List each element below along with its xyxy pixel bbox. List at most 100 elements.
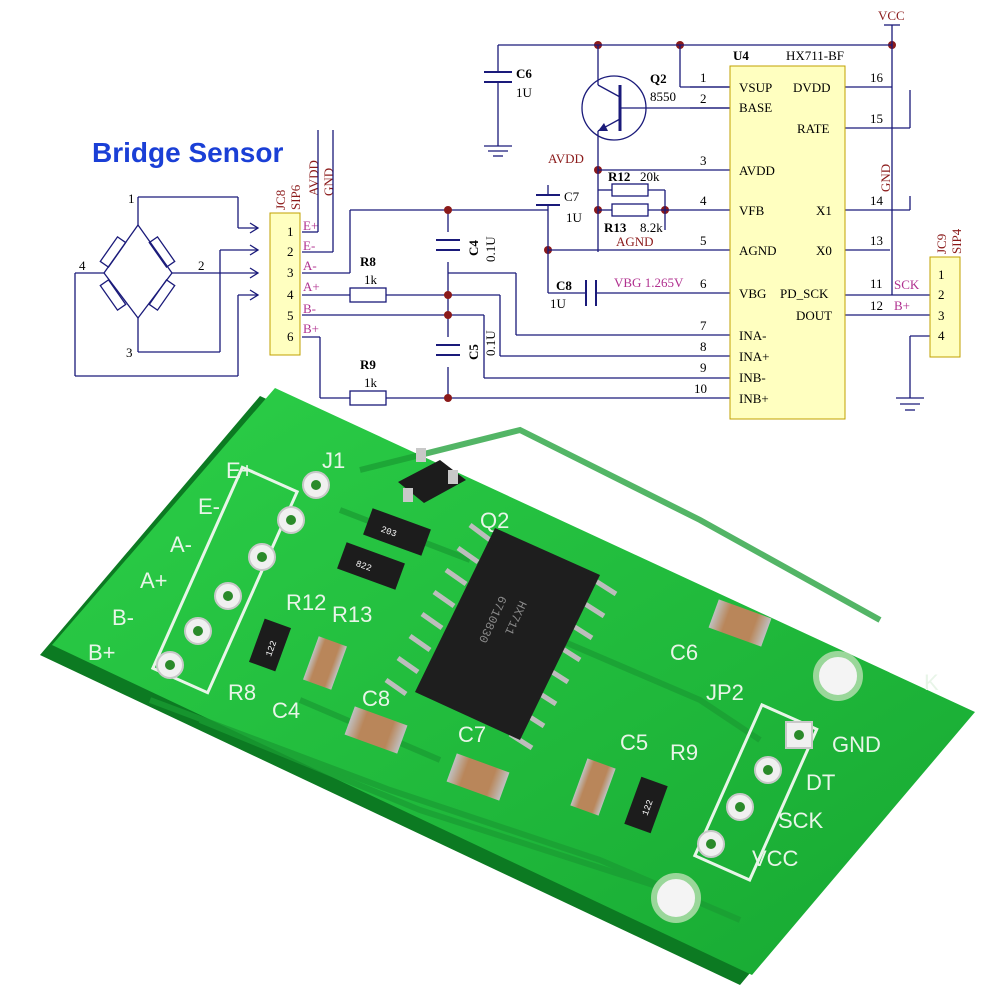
- k-silk: K: [924, 670, 939, 695]
- jc9-label-sck: SCK: [894, 277, 920, 292]
- r13-silk: R13: [332, 602, 372, 627]
- net-avdd: AVDD: [548, 151, 584, 166]
- r9-ref: R9: [360, 357, 376, 372]
- jp2-pin-vcc: VCC: [752, 846, 799, 871]
- jp2-pin-dt: DT: [806, 770, 835, 795]
- bridge-node-labels: 1 2 3 4: [79, 191, 205, 360]
- q2-ref: Q2: [650, 71, 667, 86]
- j1-pin-e-minus: E-: [198, 494, 220, 519]
- r9-value: 1k: [364, 375, 378, 390]
- u4-pin-vfb: VFB: [739, 203, 765, 218]
- power-rail: [484, 24, 930, 411]
- component-labels-left: R8 1k R9 1k C4 0.1U C5 0.1U: [360, 236, 498, 390]
- smd-r12-r13: 203 822 R12 R13: [286, 508, 431, 627]
- jc9-label-b-plus: B+: [894, 298, 910, 313]
- u4-pinnum-2: 2: [700, 91, 707, 106]
- u4-part: HX711-BF: [786, 48, 844, 63]
- jc9-pin-2: 2: [938, 287, 945, 302]
- jc8-pin-2: 2: [287, 244, 294, 259]
- jp2-title: JP2: [706, 680, 744, 705]
- bridge-node-1: 1: [128, 191, 135, 206]
- jp2-pin-sck: SCK: [778, 808, 824, 833]
- title: Bridge Sensor: [92, 137, 283, 168]
- jc9-type: SIP4: [949, 228, 964, 254]
- capacitor-c4-c5: [436, 239, 460, 356]
- u4-pinnum-9: 9: [700, 360, 707, 375]
- c7-ref: C7: [564, 189, 580, 204]
- jc8-label-e-plus: E+: [303, 218, 318, 233]
- jc8-pin-3: 3: [287, 265, 294, 280]
- jc8-rail-avdd: AVDD: [306, 160, 321, 196]
- jc8-ref: JC8: [273, 190, 288, 210]
- smd-c6: C6: [670, 599, 772, 665]
- r13-value: 8.2k: [640, 220, 663, 235]
- j1-pin-e-plus: E+: [226, 458, 254, 483]
- r12-ref: R12: [608, 169, 630, 184]
- u4-pinnum-5: 5: [700, 233, 707, 248]
- net-vbg: VBG 1.265V: [614, 275, 684, 290]
- c6-ref: C6: [516, 66, 532, 81]
- q2-emitter-arrow: [598, 123, 608, 131]
- j1-pin-a-minus: A-: [170, 532, 192, 557]
- r9-silk: R9: [670, 740, 698, 765]
- component-labels-right: C6 1U Q2 8550 R12 20k R13 8.2k C7 1U C8 …: [516, 66, 676, 311]
- u4-ref: U4: [733, 48, 749, 63]
- c6-value: 1U: [516, 85, 533, 100]
- jc8-label-b-minus: B-: [303, 301, 316, 316]
- u4-pinnum-7: 7: [700, 318, 707, 333]
- hx711-chip: HX711 6710830: [384, 523, 618, 751]
- jc8-label-b-plus: B+: [303, 321, 319, 336]
- c8-ref: C8: [556, 278, 572, 293]
- c5-value: 0.1U: [483, 330, 498, 356]
- r8-ref: R8: [360, 254, 376, 269]
- jc8-wires: [302, 130, 730, 406]
- bridge-node-2: 2: [198, 258, 205, 273]
- u4-pinnum-10: 10: [694, 381, 707, 396]
- j1-pin-b-minus: B-: [112, 605, 134, 630]
- u4-pinnum-6: 6: [700, 276, 707, 291]
- j1-labels: J1 E+ E- A- A+ B- B+: [88, 448, 345, 665]
- smd-r8-c4: 122 R8 C4: [228, 618, 347, 723]
- jc9-ref: JC9: [934, 234, 949, 254]
- net-agnd: AGND: [616, 234, 654, 249]
- net-vcc: VCC: [878, 8, 905, 23]
- bridge-node-4: 4: [79, 258, 86, 273]
- u4-pin-dout: DOUT: [796, 308, 832, 323]
- bridge-node-3: 3: [126, 345, 133, 360]
- jc8-pin-1: 1: [287, 224, 294, 239]
- r8-value: 1k: [364, 272, 378, 287]
- u4-pin-inb-minus: INB-: [739, 370, 766, 385]
- jc8-pin-5: 5: [287, 308, 294, 323]
- u4-pin-ina-minus: INA-: [739, 328, 766, 343]
- jc8-rail-gnd: GND: [321, 168, 336, 196]
- u4-pinnum-4: 4: [700, 193, 707, 208]
- u4-pinnum-11: 11: [870, 276, 883, 291]
- connector-jc8: JC8 SIP6 AVDD GND 1 2 3 4 5 6 E+ E- A- A…: [269, 160, 336, 356]
- r12-silk: R12: [286, 590, 326, 615]
- j1-pin-b-plus: B+: [88, 640, 116, 665]
- j1-pin-a-plus: A+: [140, 568, 168, 593]
- u4-pin-ina-plus: INA+: [739, 349, 769, 364]
- mounting-holes: [651, 651, 863, 923]
- u4-pinnum-13: 13: [870, 233, 883, 248]
- c4-silk: C4: [272, 698, 300, 723]
- u4-pinnum-14: 14: [870, 193, 884, 208]
- jc8-label-e-minus: E-: [303, 238, 315, 253]
- c7-silk: C7: [458, 722, 486, 747]
- q2-transistor: Q2: [398, 448, 509, 533]
- u4-pin-agnd: AGND: [739, 243, 777, 258]
- c4-ref: C4: [466, 240, 481, 256]
- jp2-pin-gnd: GND: [832, 732, 881, 757]
- u4-pin-inb-plus: INB+: [739, 391, 769, 406]
- c8-silk: C8: [362, 686, 390, 711]
- jc8-type: SIP6: [288, 184, 303, 210]
- u4-pinnum-12: 12: [870, 298, 883, 313]
- u4-pinnum-1: 1: [700, 70, 707, 85]
- u4-pin-vsup: VSUP: [739, 80, 772, 95]
- c6-silk: C6: [670, 640, 698, 665]
- r8-silk: R8: [228, 680, 256, 705]
- jc8-pin-4: 4: [287, 287, 294, 302]
- u4-chip: U4 HX711-BF VSUP BASE AVDD VFB AGND VBG …: [694, 48, 884, 420]
